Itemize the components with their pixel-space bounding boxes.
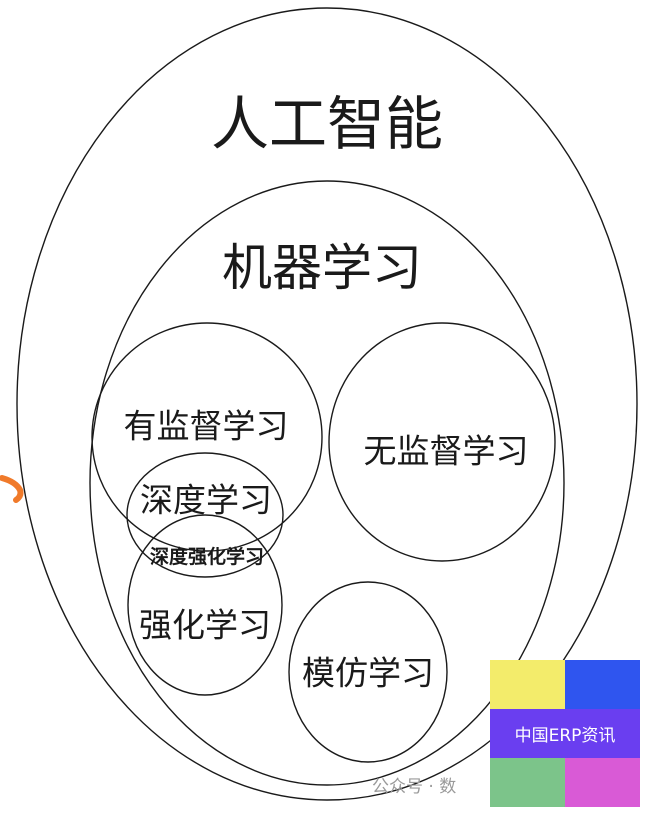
logo-tile-yellow	[490, 660, 565, 709]
rl-label: 强化学习	[139, 606, 271, 645]
orange-arrow-mark	[0, 475, 24, 503]
ml-label: 机器学习	[222, 239, 422, 297]
supervised-circle	[91, 322, 323, 552]
ai-label: 人工智能	[211, 90, 443, 158]
rl-circle	[127, 514, 283, 696]
logo-text: 中国ERP资讯	[490, 709, 640, 758]
imitation-label: 模仿学习	[302, 654, 434, 693]
logo-tile-blue	[565, 660, 640, 709]
supervised-label: 有监督学习	[124, 407, 289, 446]
deep-learning-circle	[126, 452, 284, 578]
logo-tile-magenta	[565, 758, 640, 807]
watermark-text: 公众号 · 数	[372, 777, 456, 797]
ai-ellipse	[16, 7, 638, 801]
erp-logo: 中国ERP资讯	[490, 660, 640, 807]
unsupervised-label: 无监督学习	[364, 432, 529, 471]
unsupervised-circle	[328, 322, 556, 562]
imitation-circle	[288, 581, 448, 763]
deep-learning-label: 深度学习	[140, 481, 272, 520]
ml-ellipse	[89, 180, 565, 786]
deep-rl-label: 深度强化学习	[150, 545, 264, 568]
logo-tile-green	[490, 758, 565, 807]
